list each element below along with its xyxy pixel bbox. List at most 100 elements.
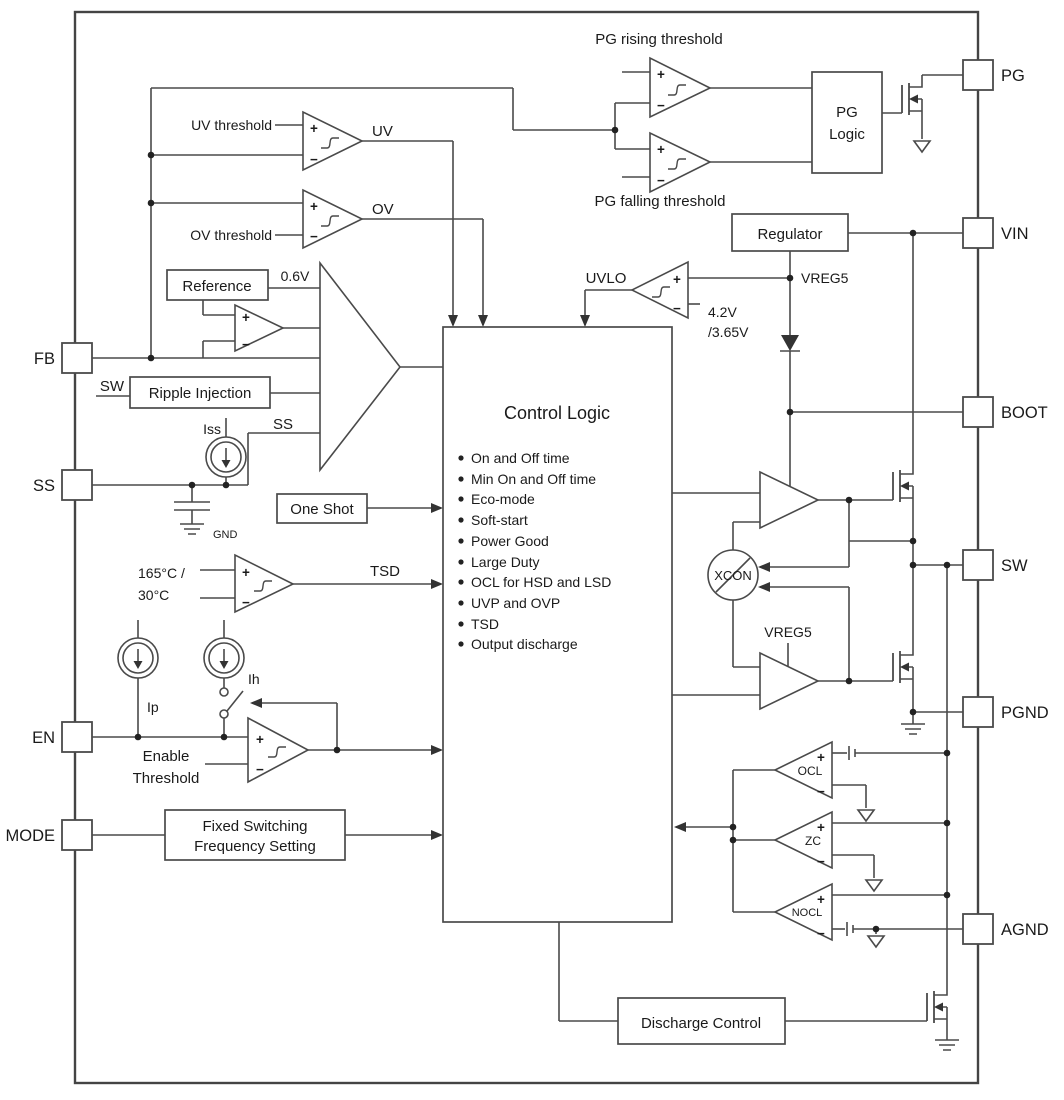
- ss-pin: [61, 469, 93, 501]
- ripple-injection-label: Ripple Injection: [149, 385, 252, 402]
- pg-rising-threshold-label: PG rising threshold: [595, 31, 723, 48]
- agnd-pin: [962, 913, 994, 945]
- zc-plus: +: [817, 820, 825, 835]
- pgf-minus: −: [657, 173, 665, 188]
- reference-label: Reference: [182, 278, 251, 295]
- control-logic-item: OCL for HSD and LSD: [471, 574, 611, 590]
- pg-logic-block: [811, 71, 883, 174]
- vin-pin-label: VIN: [1001, 225, 1029, 243]
- tsd-plus: +: [242, 565, 250, 580]
- uv-minus: −: [310, 152, 318, 167]
- fixed-switching-label-1: Fixed Switching: [202, 818, 307, 835]
- ip-label: Ip: [147, 699, 159, 715]
- boot-pin-label: BOOT: [1001, 404, 1048, 422]
- tsd-high-label: 165°C /: [138, 565, 185, 581]
- ov-threshold-label: OV threshold: [190, 227, 272, 243]
- pgnd-pin: [962, 696, 994, 728]
- ocl-minus: −: [817, 784, 825, 799]
- uvlo-label: UVLO: [586, 270, 627, 287]
- mode-pin-label: MODE: [6, 827, 56, 845]
- en-plus: +: [256, 732, 264, 747]
- fixed-switching-label-2: Frequency Setting: [194, 838, 316, 855]
- regulator-block: [731, 213, 849, 252]
- uv-plus: +: [310, 121, 318, 136]
- uv-label: UV: [372, 123, 393, 140]
- pg-pin: [962, 59, 994, 91]
- enable-threshold-label-2: Threshold: [133, 770, 200, 787]
- control-logic-item: Soft-start: [471, 512, 528, 528]
- control-logic-item: Power Good: [471, 533, 549, 549]
- erramp-plus: +: [242, 310, 250, 325]
- enable-threshold-label-1: Enable: [143, 748, 190, 765]
- gnd-label: GND: [213, 529, 238, 541]
- ov-comparator: [302, 188, 364, 250]
- main-comparator: [319, 260, 402, 473]
- pg-rising-comparator: [649, 56, 712, 119]
- en-minus: −: [256, 762, 264, 777]
- fixed-switching-block: [164, 809, 346, 861]
- uvlo-comparator: [630, 260, 689, 320]
- highside-mosfet-icon: [892, 461, 914, 511]
- xcon-label: XCON: [714, 568, 752, 583]
- nocl-ground-icon: [867, 935, 885, 948]
- uv-threshold-label: UV threshold: [191, 117, 272, 133]
- control-logic-item: Large Duty: [471, 554, 539, 570]
- ov-plus: +: [310, 199, 318, 214]
- control-logic-item: Min On and Off time: [471, 471, 596, 487]
- boot-pin: [962, 396, 994, 428]
- vref-label: 0.6V: [281, 268, 310, 284]
- wires-top-right: [580, 232, 963, 486]
- vin-pin: [962, 217, 994, 249]
- ripple-injection-block: [129, 376, 271, 409]
- control-logic-item: Eco-mode: [471, 491, 535, 507]
- zc-comparator: [773, 810, 833, 870]
- control-logic-item: UVP and OVP: [471, 595, 560, 611]
- pg-falling-comparator: [649, 131, 712, 194]
- fb-pin-label: FB: [34, 350, 55, 368]
- nocl-minus: −: [817, 926, 825, 941]
- regulator-label: Regulator: [757, 226, 822, 243]
- uvlo-rising-label: 4.2V: [708, 304, 737, 320]
- ocl-comparator: [773, 740, 833, 800]
- wires-en-region: [92, 569, 443, 840]
- nocl-label: NOCL: [792, 907, 823, 919]
- pgnd-pin-label: PGND: [1001, 704, 1049, 722]
- nocl-plus: +: [817, 892, 825, 907]
- pg-fet-ground-icon: [913, 140, 931, 153]
- sw-pin: [962, 549, 994, 581]
- ss-node-label: SS: [273, 416, 293, 433]
- discharge-gnd-icon: [934, 1039, 960, 1051]
- iss-current-source-icon: [205, 436, 247, 478]
- pg-logic-label-2: Logic: [829, 126, 865, 143]
- pg-pin-label: PG: [1001, 67, 1025, 85]
- wires-discharge: [558, 922, 948, 1040]
- control-logic-item: TSD: [471, 616, 499, 632]
- pg-mosfet-icon: [901, 74, 923, 124]
- en-pin: [61, 721, 93, 753]
- sw-ripple-in-label: SW: [100, 378, 125, 395]
- iss-label: Iss: [203, 421, 221, 437]
- uvlo-minus: −: [673, 301, 681, 316]
- en-pin-label: EN: [32, 729, 55, 747]
- error-amplifier: [234, 303, 285, 353]
- control-logic-block: [442, 326, 673, 923]
- control-logic-item: On and Off time: [471, 450, 570, 466]
- ov-label: OV: [372, 201, 394, 218]
- discharge-mosfet-icon: [926, 982, 948, 1032]
- comparator-signs: + − + − + − + − + − + − + − + − + − + − …: [242, 67, 825, 941]
- zc-label: ZC: [805, 834, 821, 848]
- xcon-block: [707, 549, 759, 601]
- control-logic-item: Output discharge: [471, 636, 578, 652]
- reference-block: [166, 269, 269, 301]
- zc-ground-icon: [865, 879, 883, 892]
- enable-comparator: [247, 716, 310, 784]
- junction-dots: [134, 126, 951, 933]
- nocl-comparator: [773, 882, 833, 942]
- mode-pin: [61, 819, 93, 851]
- ocl-ground-icon: [857, 809, 875, 822]
- ocl-plus: +: [817, 750, 825, 765]
- ss-pin-label: SS: [33, 477, 55, 495]
- pgf-plus: +: [657, 142, 665, 157]
- pgr-plus: +: [657, 67, 665, 82]
